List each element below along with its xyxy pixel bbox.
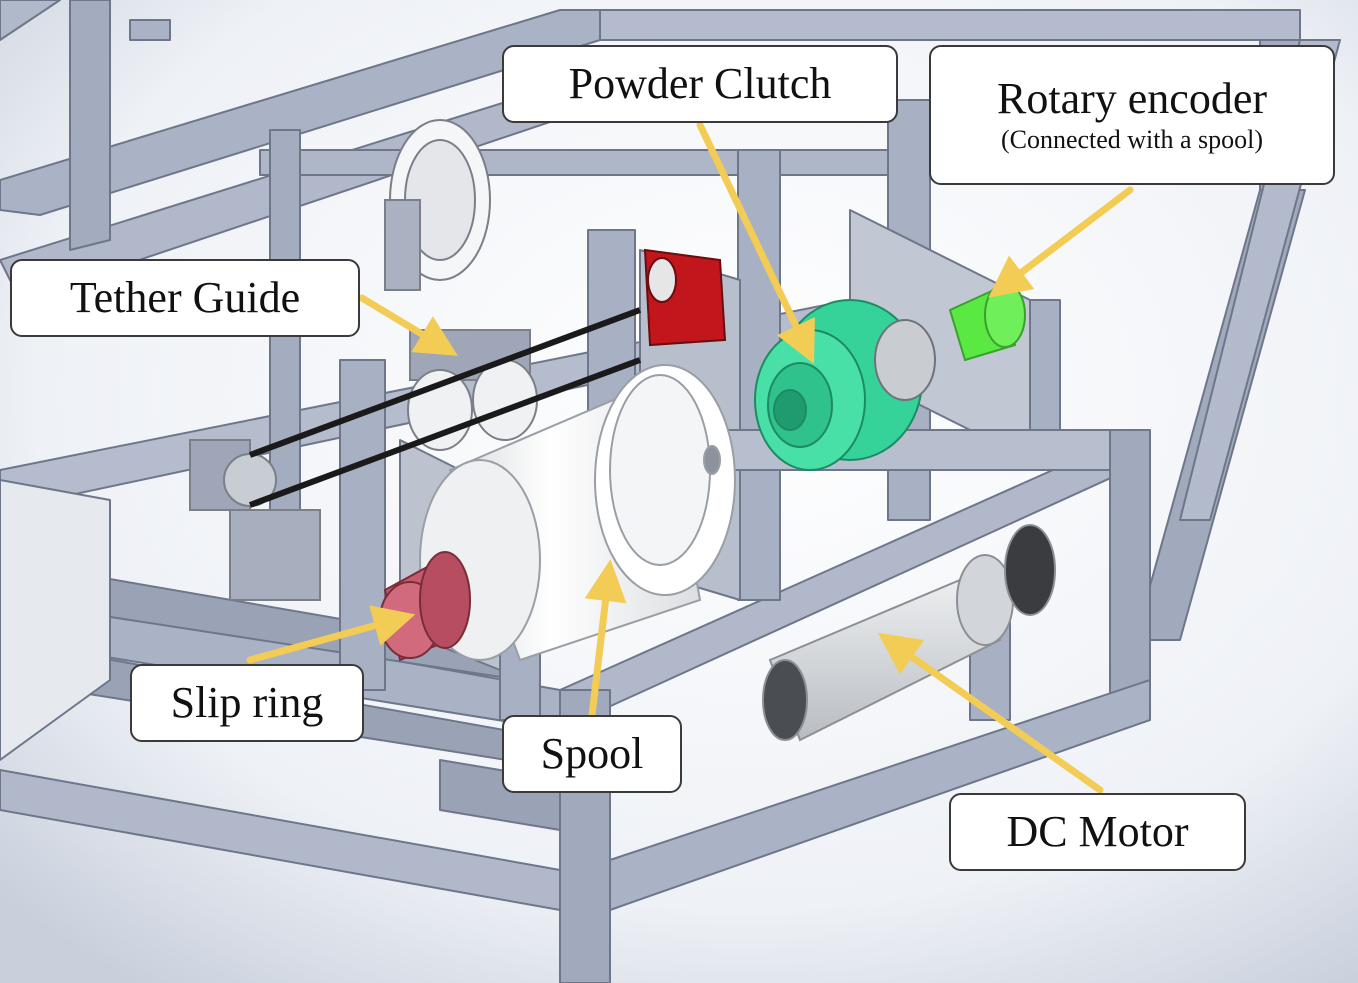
arrow-dc-motor	[877, 632, 1104, 794]
arrow-tether-guide	[358, 294, 458, 356]
label-tether-guide: Tether Guide	[10, 259, 360, 337]
label-rotary-encoder-text: Rotary encoder	[997, 74, 1267, 124]
label-powder-clutch-text: Powder Clutch	[568, 58, 832, 108]
label-slip-ring: Slip ring	[130, 664, 364, 742]
rotary-encoder-part	[948, 282, 1026, 362]
powder-clutch-part	[754, 299, 936, 471]
tether-belt	[248, 307, 642, 508]
label-tether-guide-text: Tether Guide	[69, 272, 301, 322]
label-powder-clutch: Powder Clutch	[502, 45, 898, 123]
label-slip-ring-text: Slip ring	[170, 677, 324, 727]
callout-arrows	[246, 121, 1134, 794]
label-spool: Spool	[502, 715, 682, 793]
arrow-rotary-encoder	[988, 186, 1134, 298]
label-rotary-encoder-note: (Connected with a spool)	[1000, 125, 1264, 155]
red-brake-unit	[643, 248, 727, 347]
label-dc-motor-text: DC Motor	[1006, 806, 1189, 856]
arrow-powder-clutch	[696, 121, 815, 364]
label-spool-text: Spool	[540, 728, 644, 778]
arrow-spool	[584, 559, 627, 719]
arrow-slip-ring	[246, 605, 416, 664]
spool-drum	[419, 364, 736, 662]
label-dc-motor: DC Motor	[949, 793, 1246, 871]
label-rotary-encoder: Rotary encoder (Connected with a spool)	[929, 45, 1335, 185]
